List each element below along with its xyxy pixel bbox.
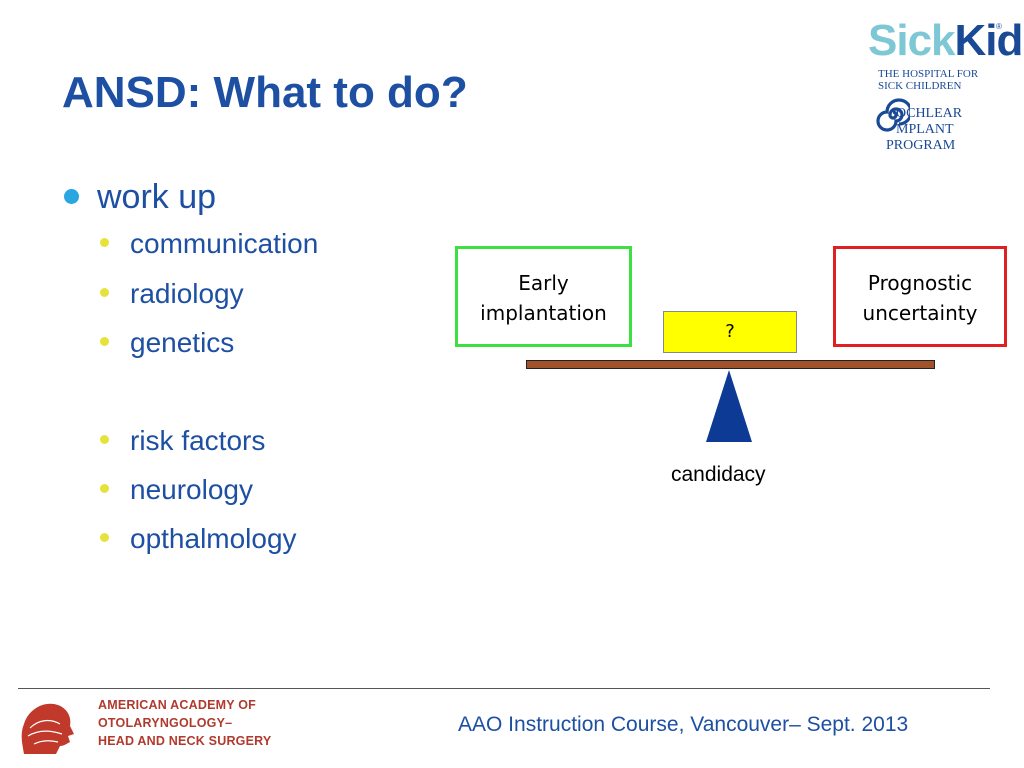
sub-bullet: genetics [100,327,234,359]
sub-bullet-text: neurology [130,474,253,505]
sub-bullet-text: risk factors [130,425,266,456]
sub-bullet: communication [100,228,318,260]
program-line3: PROGRAM [886,138,956,153]
aao-line1: AMERICAN ACADEMY OF [98,698,256,712]
aao-line2: OTOLARYNGOLOGY– [98,716,233,730]
sickkids-word-sick: Sick [868,16,956,65]
prognostic-uncertainty-box: Prognostic uncertainty [833,246,1007,347]
sub-bullet: radiology [100,278,244,310]
sub-bullet-text: opthalmology [130,523,297,554]
cochlea-swirl-icon [876,98,910,132]
bullet-text: work up [97,178,217,216]
sub-bullet: risk factors [100,425,265,457]
sickkids-logo: SickKids ® THE HOSPITAL FOR SICK CHILDRE… [868,16,1024,156]
sickkids-line1: THE HOSPITAL FOR [878,68,979,80]
bullet-work-up: work up [64,178,216,217]
candidacy-label: candidacy [671,463,766,486]
fulcrum-triangle-icon [706,370,752,442]
sub-bullet: opthalmology [100,523,297,555]
sub-bullet-dot-icon [100,238,109,248]
program-line2: MPLANT [896,122,954,137]
footer-divider [18,688,990,689]
balance-beam [526,360,935,369]
sickkids-line2: SICK CHILDREN [878,80,962,92]
sickkids-word-kids: Kids [954,16,1024,65]
course-footer: AAO Instruction Course, Vancouver– Sept.… [458,713,909,736]
sub-bullet-text: genetics [130,327,235,358]
box-line: uncertainty [862,301,978,325]
bullet-dot-icon [64,188,79,204]
sub-bullet-text: radiology [130,278,244,309]
head-profile-icon [21,703,75,754]
box-line: implantation [480,301,607,325]
slide-title: ANSD: What to do? [62,68,468,117]
early-implantation-box: Early implantation [455,246,632,347]
sub-bullet: neurology [100,474,253,506]
program-line1: OCHLEAR [896,106,963,121]
sub-bullet-text: communication [130,228,319,259]
sub-bullet-dot-icon [100,435,109,445]
question-box: ? [663,311,797,353]
box-line: Early [518,271,569,295]
registered-mark: ® [996,22,1002,31]
sickkids-wordmark: SickKids [868,16,1024,66]
aao-line3: HEAD AND NECK SURGERY [98,734,272,748]
sub-bullet-dot-icon [100,533,109,543]
box-line: Prognostic [867,271,973,295]
aao-hns-logo: AMERICAN ACADEMY OF OTOLARYNGOLOGY– HEAD… [16,696,271,758]
sub-bullet-dot-icon [100,288,109,298]
sub-bullet-dot-icon [100,484,109,494]
sub-bullet-dot-icon [100,337,109,347]
